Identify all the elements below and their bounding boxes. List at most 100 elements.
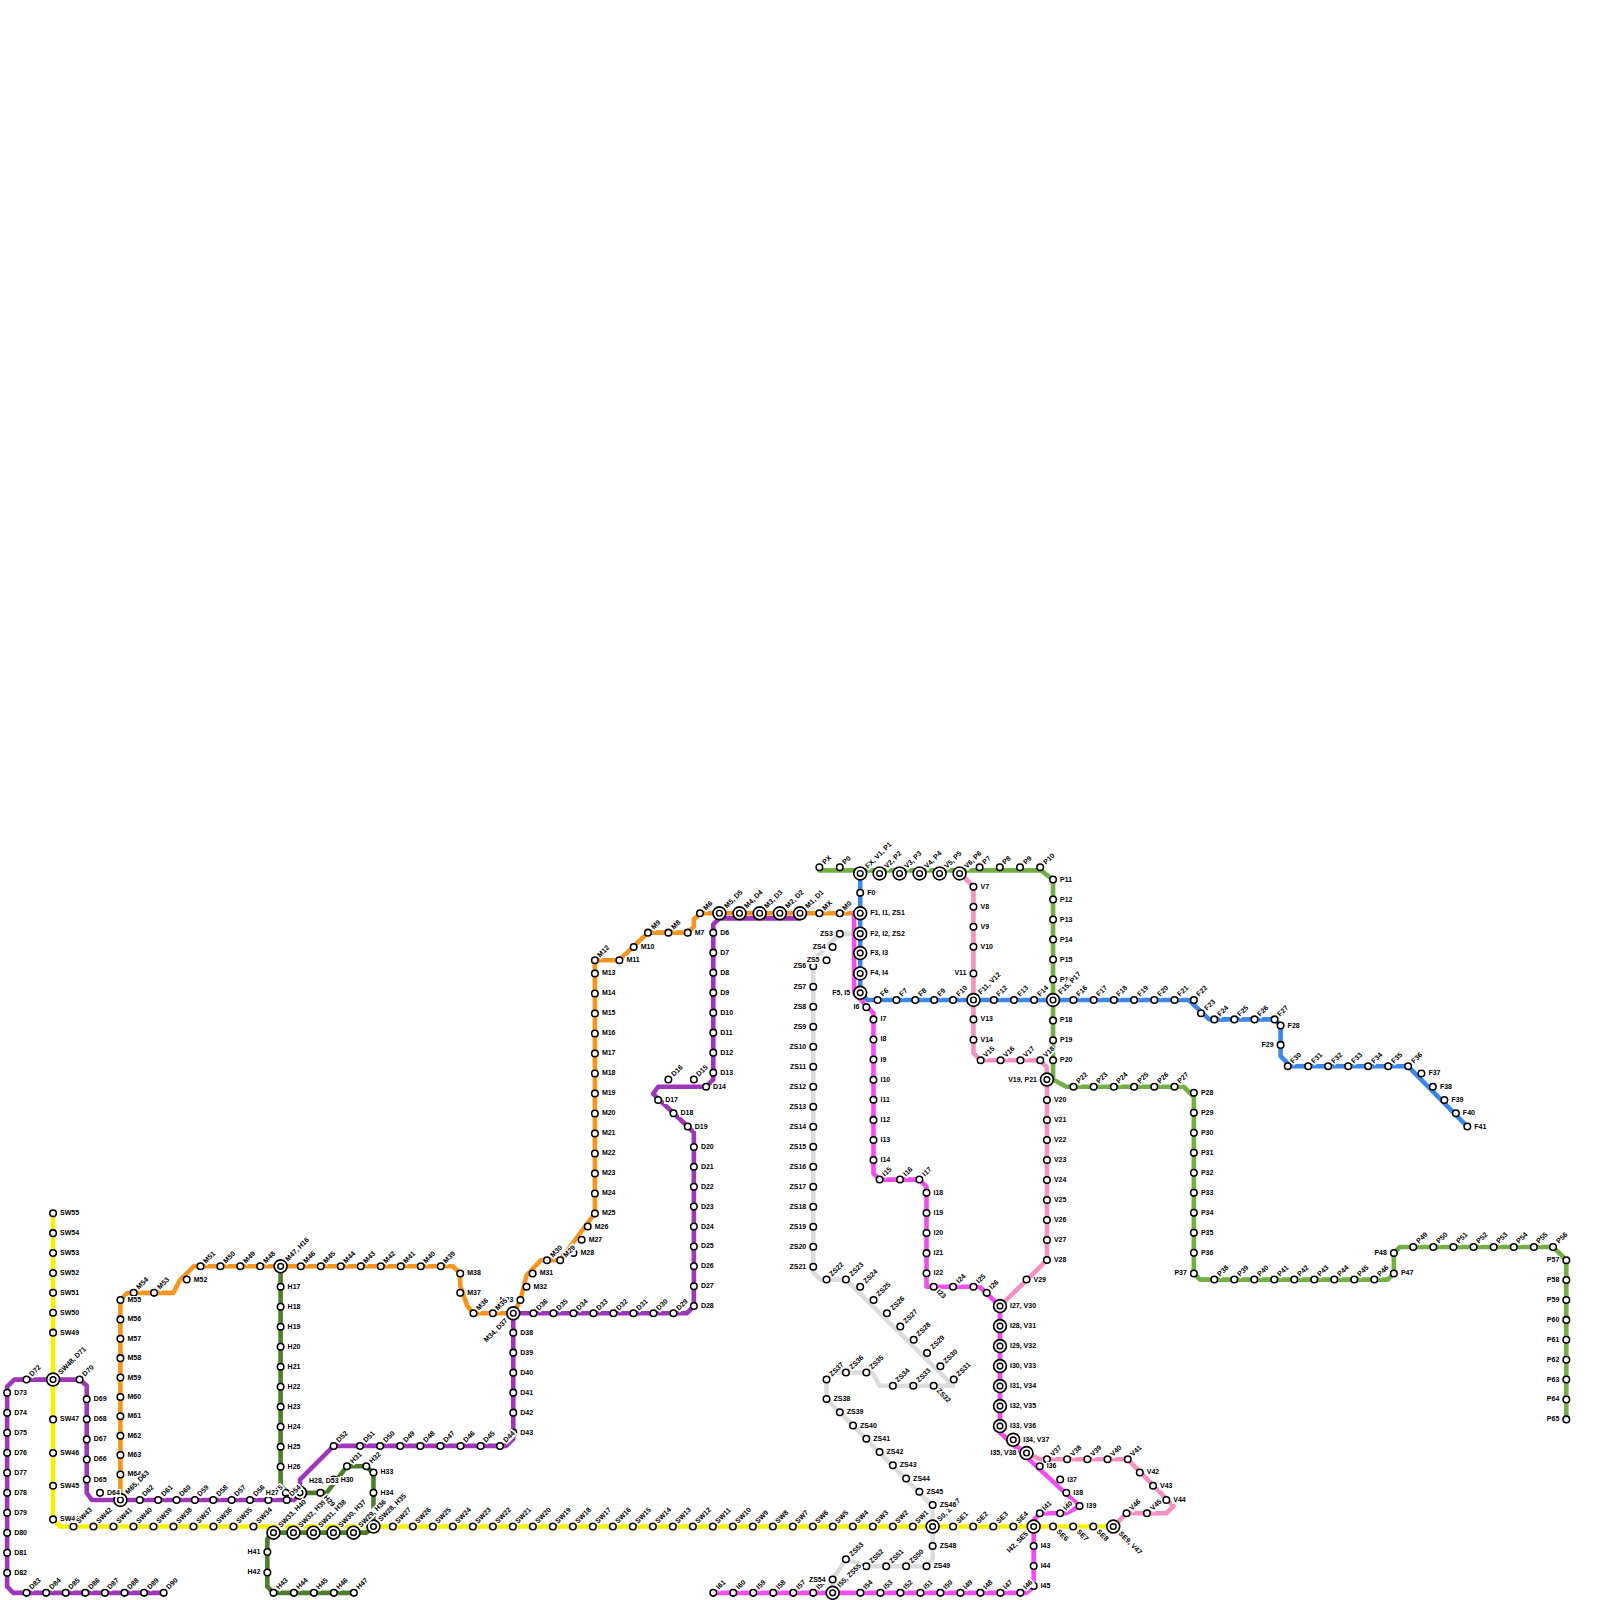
station-label: M32 bbox=[533, 1283, 549, 1291]
station-label: P38 bbox=[1215, 1263, 1231, 1279]
station-dot bbox=[277, 1423, 284, 1430]
station-label: M17 bbox=[601, 1049, 617, 1057]
station-label: V14 bbox=[979, 1036, 993, 1044]
station-dot bbox=[470, 1523, 477, 1530]
station-dot bbox=[870, 1076, 877, 1083]
station-dot bbox=[877, 871, 883, 877]
station-dot bbox=[117, 1316, 124, 1323]
station-label: P43 bbox=[1315, 1263, 1331, 1279]
station-label: M22 bbox=[601, 1149, 617, 1157]
station-dot bbox=[1191, 1150, 1198, 1157]
station-label: F19 bbox=[1135, 984, 1151, 1000]
station-label: ZS34 bbox=[894, 1366, 913, 1385]
station-label: ZS12 bbox=[789, 1083, 808, 1091]
station-label: I24 bbox=[954, 1272, 968, 1286]
station-dot bbox=[1044, 1217, 1051, 1224]
station-label: SW37 bbox=[194, 1505, 215, 1526]
station-dot bbox=[990, 1523, 997, 1530]
station-label: SW17 bbox=[594, 1505, 615, 1526]
station-dot bbox=[1123, 1510, 1130, 1517]
station-label: M16 bbox=[601, 1029, 617, 1037]
station-dot bbox=[1044, 1117, 1051, 1124]
station-label: V10 bbox=[979, 943, 993, 951]
station-dot bbox=[823, 1276, 830, 1283]
station-dot bbox=[697, 910, 704, 917]
station-dot bbox=[1050, 1017, 1057, 1024]
station-label: ZS23 bbox=[847, 1260, 866, 1279]
station-dot bbox=[710, 969, 717, 976]
station-label: F31 bbox=[1309, 1050, 1325, 1066]
station-label: I32, V35 bbox=[1009, 1402, 1037, 1410]
station-dot bbox=[1031, 1524, 1037, 1530]
station-label: P11 bbox=[1059, 876, 1073, 884]
station-label: D76 bbox=[13, 1449, 28, 1457]
station-dot bbox=[277, 1383, 284, 1390]
station-label: ZS18 bbox=[789, 1203, 808, 1211]
station-label: F40 bbox=[1462, 1109, 1476, 1117]
station-dot bbox=[592, 1110, 599, 1117]
station-label: P60 bbox=[1546, 1316, 1560, 1324]
station-dot bbox=[710, 1029, 717, 1036]
station-label: D22 bbox=[700, 1183, 715, 1191]
station-dot bbox=[994, 1420, 1007, 1433]
station-dot bbox=[1090, 1523, 1097, 1530]
station-dot bbox=[1110, 1524, 1116, 1530]
station-label: ZS25 bbox=[874, 1280, 893, 1299]
station-label: ZS52 bbox=[867, 1547, 886, 1566]
station-dot bbox=[1464, 1123, 1471, 1130]
station-dot bbox=[117, 1394, 124, 1401]
station-dot bbox=[810, 1003, 817, 1010]
station-dot bbox=[510, 1369, 517, 1376]
station-dot bbox=[351, 1530, 357, 1536]
station-dot bbox=[1070, 997, 1077, 1004]
station-label: ZS17 bbox=[789, 1183, 808, 1191]
station-label: V4, P4 bbox=[923, 849, 945, 871]
station-label: SW26 bbox=[414, 1505, 435, 1526]
station-dot bbox=[1470, 1244, 1477, 1251]
station-label: I21 bbox=[933, 1249, 945, 1257]
station-label: SW22 bbox=[494, 1505, 515, 1526]
station-label: V11 bbox=[953, 969, 967, 977]
station-dot bbox=[1191, 1190, 1198, 1197]
station-dot bbox=[510, 1349, 517, 1356]
station-dot bbox=[857, 990, 863, 996]
station-dot bbox=[1430, 1244, 1437, 1251]
station-dot bbox=[590, 1310, 597, 1317]
station-label: SW55 bbox=[59, 1209, 80, 1217]
station-label: P12 bbox=[1059, 896, 1073, 904]
station-label: F35 bbox=[1389, 1050, 1405, 1066]
station-label: D47 bbox=[441, 1429, 457, 1445]
station-dot bbox=[277, 1343, 284, 1350]
station-dot bbox=[230, 1523, 237, 1530]
station-dot bbox=[903, 1475, 910, 1482]
station-label: I16 bbox=[901, 1165, 915, 1179]
station-dot bbox=[924, 1350, 931, 1357]
station-dot bbox=[1151, 997, 1158, 1004]
station-label: P59 bbox=[1546, 1296, 1560, 1304]
station-dot bbox=[1410, 1244, 1417, 1251]
station-label: D89 bbox=[145, 1576, 161, 1592]
station-label: ZS11 bbox=[789, 1063, 807, 1071]
station-dot bbox=[4, 1390, 11, 1397]
station-label: M49 bbox=[241, 1249, 258, 1266]
station-dot bbox=[1144, 1510, 1151, 1517]
station-dot bbox=[970, 1016, 977, 1023]
green-line bbox=[819, 870, 1566, 1419]
station-label: D60 bbox=[177, 1483, 193, 1499]
station-dot bbox=[1050, 1057, 1057, 1064]
station-label: D12 bbox=[719, 1049, 734, 1057]
station-label: D83 bbox=[27, 1576, 43, 1592]
station-dot bbox=[610, 1310, 617, 1317]
station-label: H17 bbox=[287, 1283, 302, 1291]
station-label: M54 bbox=[134, 1275, 151, 1292]
station-label: I17 bbox=[920, 1165, 934, 1179]
station-dot bbox=[630, 944, 637, 951]
station-label: P61 bbox=[1546, 1336, 1560, 1344]
station-dot bbox=[797, 910, 803, 916]
station-label: I52 bbox=[901, 1578, 915, 1592]
station-label: P35 bbox=[1200, 1229, 1214, 1237]
station-dot bbox=[4, 1530, 11, 1537]
station-label: D66 bbox=[93, 1455, 108, 1463]
station-label: P29 bbox=[1200, 1109, 1214, 1117]
station-label: F5, I5 bbox=[831, 989, 851, 997]
